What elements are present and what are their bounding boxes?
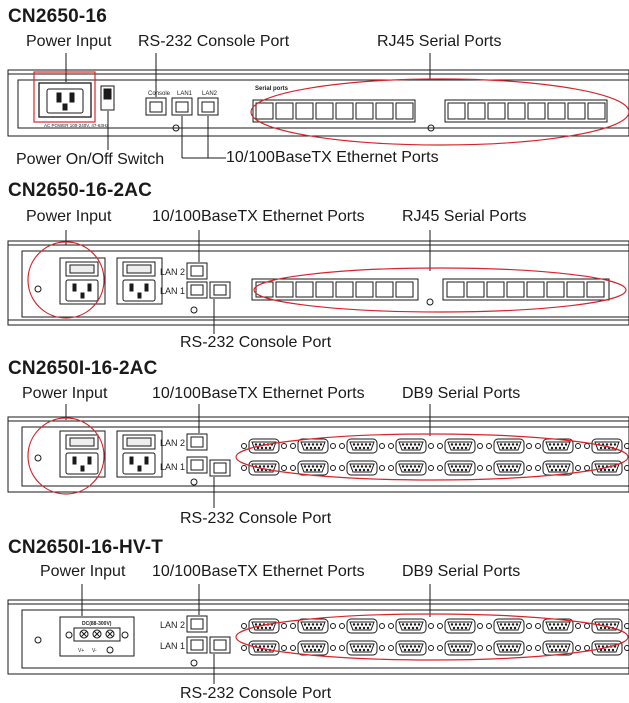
panel-2-serial-callout: [254, 268, 626, 312]
panel-4-db9-port: [340, 619, 385, 633]
panel-3-lan2-text: LAN 2: [160, 438, 185, 448]
panel-4-db9-port: [291, 619, 336, 633]
panel-4-lan2-text: LAN 2: [160, 620, 185, 630]
panel-3-title: CN2650I-16-2AC: [8, 358, 158, 380]
panel-3-ground-screw: [191, 479, 197, 485]
panel-4-power-input-label: Power Input: [40, 563, 125, 581]
panel-2-lan1-text: LAN 1: [160, 286, 185, 296]
panel-2-lan1-port: [187, 282, 207, 298]
panel-3-power-module-2: [117, 431, 162, 477]
panel-1-power-switch: [101, 86, 114, 110]
panel-3-lan1-text: LAN 1: [160, 462, 185, 472]
panel-4-db9-port: [487, 641, 532, 655]
panel-4-lan1-port: [187, 637, 207, 653]
panel-4-dc-rating-text: DC(88-300V): [82, 621, 112, 627]
panel-3-db9-port: [438, 439, 483, 453]
panel-3-db9-port: [242, 439, 287, 453]
panel-1-serial-port-block-right: [445, 100, 607, 122]
panel-3-db9-port: [242, 461, 287, 475]
panel-4-db9-port: [340, 641, 385, 655]
panel-3-db9-port: [389, 439, 434, 453]
panel-3-db9-port: [291, 461, 336, 475]
panel-3-db9-ports: [242, 439, 629, 475]
panel-4-v-minus-text: V-: [92, 648, 97, 654]
panel-3-ethernet-ports-label: 10/100BaseTX Ethernet Ports: [152, 385, 365, 403]
panel-4-lan2-port: [187, 616, 207, 632]
panel-4-db9-port: [487, 619, 532, 633]
panel-1-serial-callout: [251, 79, 629, 145]
panel-4-ethernet-ports-label: 10/100BaseTX Ethernet Ports: [152, 563, 365, 581]
panel-2-screw-left: [35, 286, 41, 292]
panel-2-serial-port-block-left: [252, 279, 418, 300]
panel-4-serial-ports-label: DB9 Serial Ports: [402, 563, 520, 581]
panel-4-db9-ports: [242, 619, 629, 655]
panel-3-console-port: [210, 460, 230, 476]
panel-2-title: CN2650-16-2AC: [8, 180, 152, 202]
panel-4-chassis: [8, 600, 629, 674]
panel-4-lan1-text: LAN 1: [160, 641, 185, 651]
panel-2-console-port-label: RS-232 Console Port: [180, 334, 331, 352]
panel-1-lan1-port: [172, 98, 192, 115]
panel-4-db9-port: [242, 619, 287, 633]
panel-4-db9-port: [389, 641, 434, 655]
panel-1-power-inlet: [39, 83, 91, 117]
panel-3-power-module-1: [60, 431, 105, 477]
panel-1-serial-port-block-left: [253, 100, 415, 122]
panel-3-db9-port: [487, 461, 532, 475]
panel-4-title: CN2650I-16-HV-T: [8, 537, 163, 559]
panel-2-lan2-port: [187, 263, 207, 279]
panel-1-lan2-port: [198, 98, 218, 115]
panel-1-lan2-text: LAN2: [202, 91, 218, 97]
panel-2-chassis: [8, 241, 629, 325]
panel-3-db9-port: [340, 461, 385, 475]
panel-3-serial-callout: [236, 434, 628, 480]
panel-4-db9-port: [438, 619, 483, 633]
panel-1-console-port: [146, 98, 166, 115]
panel-4-db9-port: [389, 619, 434, 633]
panel-2-serial-ports-label: RJ45 Serial Ports: [402, 208, 527, 226]
panel-1-ac-power-text: AC POWER 100-240V, 47-63Hz: [44, 123, 109, 128]
panel-3-power-input-label: Power Input: [22, 385, 107, 403]
panel-1-lan1-text: LAN1: [177, 91, 193, 97]
panel-3-chassis: [8, 417, 629, 492]
panel-3-serial-ports-label: DB9 Serial Ports: [402, 385, 520, 403]
panel-2-serial-port-block-right: [443, 279, 609, 300]
panel-2-lan2-text: LAN 2: [160, 267, 185, 277]
panel-2-screw-mid: [427, 299, 433, 305]
panel-2-power-module-1: [60, 258, 105, 304]
panel-3-screw-left: [35, 455, 41, 461]
panel-1-serial-ports-text: Serial ports: [255, 86, 289, 92]
panel-2-leader-lines: [66, 230, 430, 334]
panel-3-db9-port: [340, 439, 385, 453]
panel-2-console-port: [210, 282, 230, 298]
panel-1-leader-lines: [66, 53, 430, 158]
panel-4-console-port-label: RS-232 Console Port: [180, 685, 331, 703]
panel-3-db9-port: [389, 461, 434, 475]
panel-4-v-plus-text: V+: [78, 648, 84, 654]
panel-3-db9-port: [291, 439, 336, 453]
panel-4-db9-port: [291, 641, 336, 655]
panel-4-console-port: [210, 637, 230, 653]
panel-2-ethernet-ports-label: 10/100BaseTX Ethernet Ports: [152, 208, 365, 226]
panel-4-screw-left: [35, 637, 41, 643]
panel-1-console-text: Console: [148, 91, 171, 97]
panel-4-db9-port: [438, 641, 483, 655]
panel-3-console-port-label: RS-232 Console Port: [180, 510, 331, 528]
panel-2-ground-screw: [191, 307, 197, 313]
panel-4-ground-screw: [191, 660, 197, 666]
panel-3-db9-port: [487, 439, 532, 453]
panel-3-lan2-port: [187, 434, 207, 450]
panel-4-db9-port: [242, 641, 287, 655]
panel-2-power-input-label: Power Input: [26, 208, 111, 226]
panel-4-serial-callout: [236, 614, 628, 660]
panel-3-db9-port: [438, 461, 483, 475]
panel-2-power-module-2: [117, 258, 162, 304]
panel-3-lan1-port: [187, 457, 207, 473]
